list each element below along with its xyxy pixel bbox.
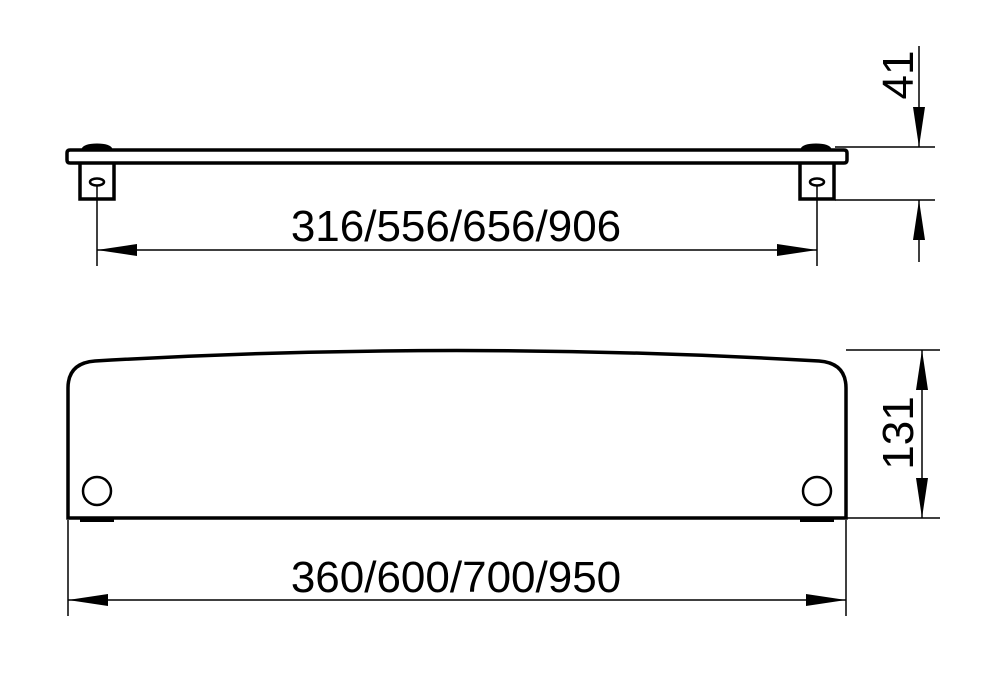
mounting-distance-label: 316/556/656/906 <box>291 202 621 251</box>
left-cap <box>81 143 113 150</box>
left-slot-icon <box>88 177 106 187</box>
left-hole-icon <box>81 475 113 507</box>
top-view <box>65 46 935 266</box>
depth-label: 131 <box>874 396 923 469</box>
front-view <box>66 348 940 616</box>
right-slot-icon <box>808 177 826 187</box>
shelf-outline <box>66 348 848 520</box>
right-cap <box>800 143 832 150</box>
height-label: 41 <box>874 51 923 100</box>
overall-length-label: 360/600/700/950 <box>291 553 621 602</box>
right-hole-icon <box>801 475 833 507</box>
shelf-plate-side <box>65 148 849 165</box>
